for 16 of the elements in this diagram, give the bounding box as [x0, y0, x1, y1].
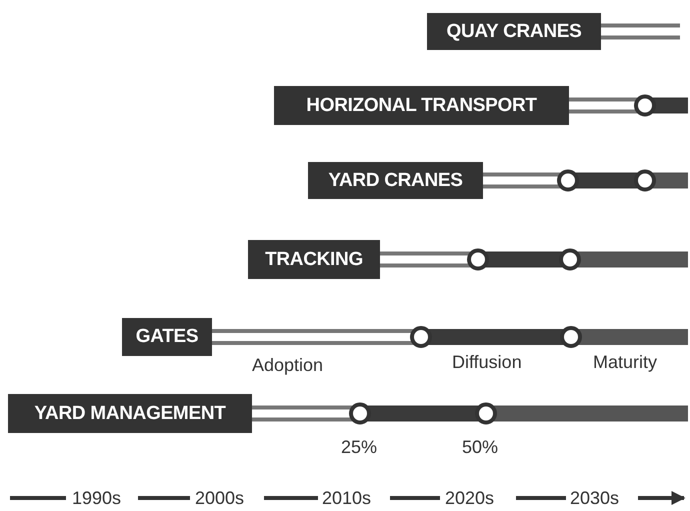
- decade-label: 2000s: [195, 489, 244, 507]
- phase-label: Diffusion: [452, 353, 522, 371]
- category-label: HORIZONAL TRANSPORT: [274, 86, 569, 125]
- phase-label: Adoption: [252, 356, 324, 374]
- percent-label: 25%: [341, 438, 378, 456]
- decade-label: 1990s: [72, 489, 122, 507]
- category-label: YARD MANAGEMENT: [8, 394, 252, 433]
- decade-label: 2010s: [322, 489, 372, 507]
- percent-label: 50%: [462, 438, 498, 456]
- decade-label: 2020s: [445, 489, 494, 507]
- decade-label: 2030s: [570, 489, 620, 507]
- category-label: TRACKING: [248, 240, 380, 279]
- category-label: QUAY CRANES: [427, 13, 601, 50]
- category-label: YARD CRANES: [308, 162, 483, 199]
- category-label: GATES: [122, 318, 212, 356]
- phase-label: Maturity: [593, 353, 658, 371]
